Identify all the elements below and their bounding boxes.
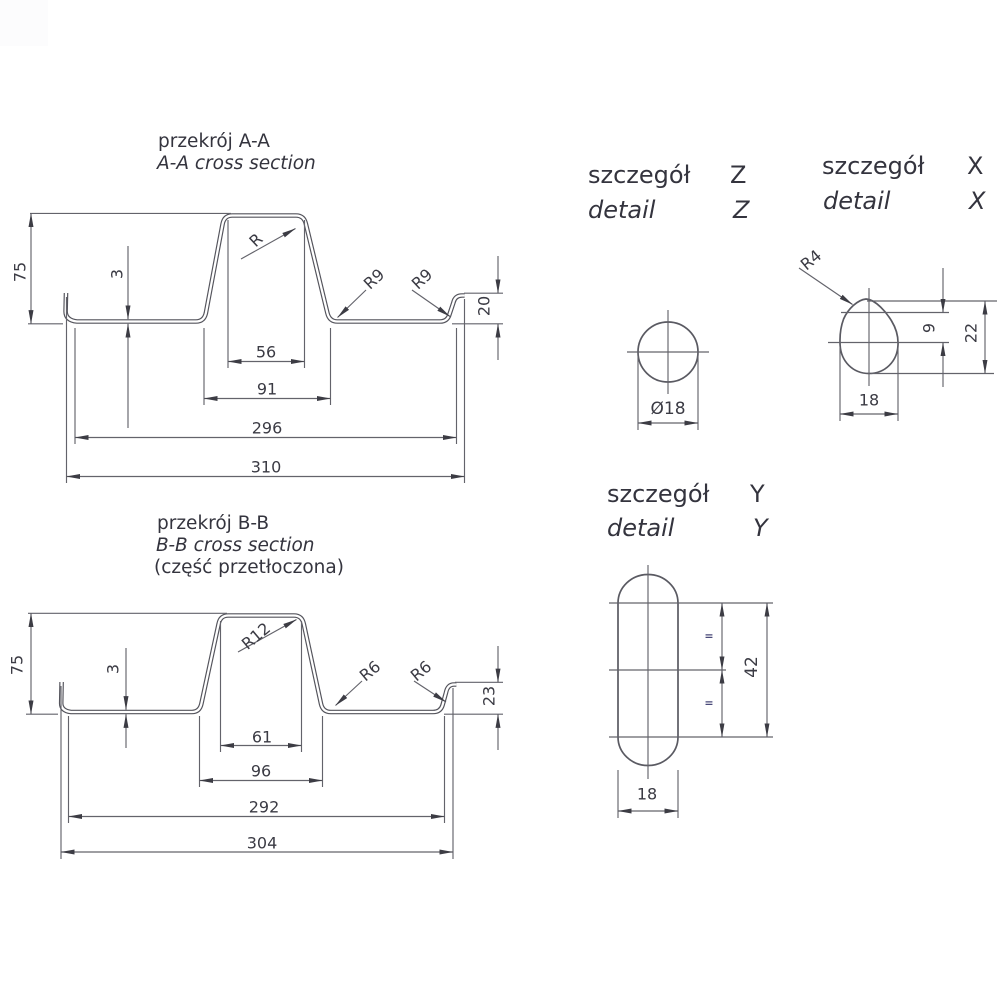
dim-bb-edge-height: 23 xyxy=(479,685,499,707)
section-aa-title-en: A-A cross section xyxy=(157,153,316,174)
section-bb-title-note: (część przetłoczona) xyxy=(154,557,344,578)
dim-aa-rib-base-width: 91 xyxy=(256,379,278,399)
section-bb-title-en: B-B cross section xyxy=(156,535,315,556)
dim-bb-overall-width: 304 xyxy=(246,833,278,853)
dim-aa-overall-width: 310 xyxy=(250,457,282,477)
dimensions-aa xyxy=(28,212,503,483)
detail-x-label-en: detail xyxy=(823,187,891,215)
detail-x-label-pl: szczegół xyxy=(822,152,925,180)
section-bb-title-pl: przekrój B-B xyxy=(157,513,270,534)
dim-bb-height: 75 xyxy=(7,654,27,676)
detail-x-letter: X xyxy=(967,152,984,180)
detail-z-letter-en: Z xyxy=(733,196,750,224)
dim-y-width: 18 xyxy=(636,784,658,804)
dim-aa-thickness: 3 xyxy=(107,268,127,280)
dim-y-length: 42 xyxy=(742,656,762,678)
dim-bb-rib-top-width: 61 xyxy=(251,727,273,747)
dim-bb-rib-base-width: 96 xyxy=(250,761,272,781)
dim-x-offset: 9 xyxy=(919,322,939,334)
dimensions-bb xyxy=(26,612,503,859)
profile-bb xyxy=(58,613,457,715)
detail-y-letter-en: Y xyxy=(753,514,768,542)
scan-artifact xyxy=(0,0,48,46)
dim-bb-inner-width: 292 xyxy=(248,797,280,817)
dim-aa-inner-width: 296 xyxy=(251,418,283,438)
dim-y-equal-upper: = xyxy=(704,629,714,643)
detail-y-label-en: detail xyxy=(607,514,675,542)
detail-z-label-pl: szczegół xyxy=(588,161,691,189)
dim-aa-edge-height: 20 xyxy=(474,295,494,317)
detail-x-letter-en: X xyxy=(969,187,986,215)
dim-x-width: 18 xyxy=(858,390,880,410)
dim-x-height: 22 xyxy=(961,322,981,344)
dim-bb-thickness: 3 xyxy=(103,663,123,675)
dim-aa-height: 75 xyxy=(10,261,30,283)
detail-z-label-en: detail xyxy=(588,196,656,224)
profile-bb-core xyxy=(60,614,457,714)
detail-y-figure xyxy=(609,565,773,818)
detail-z-figure xyxy=(627,310,709,430)
detail-z-letter: Z xyxy=(730,161,747,189)
section-aa-title-pl: przekrój A-A xyxy=(158,131,270,152)
dim-aa-rib-top-width: 56 xyxy=(255,342,277,362)
detail-y-letter: Y xyxy=(750,480,765,508)
dim-y-equal-lower: = xyxy=(704,696,714,710)
dim-z-diameter: Ø18 xyxy=(650,399,686,419)
detail-x-figure xyxy=(798,267,997,421)
detail-y-label-pl: szczegół xyxy=(607,480,710,508)
